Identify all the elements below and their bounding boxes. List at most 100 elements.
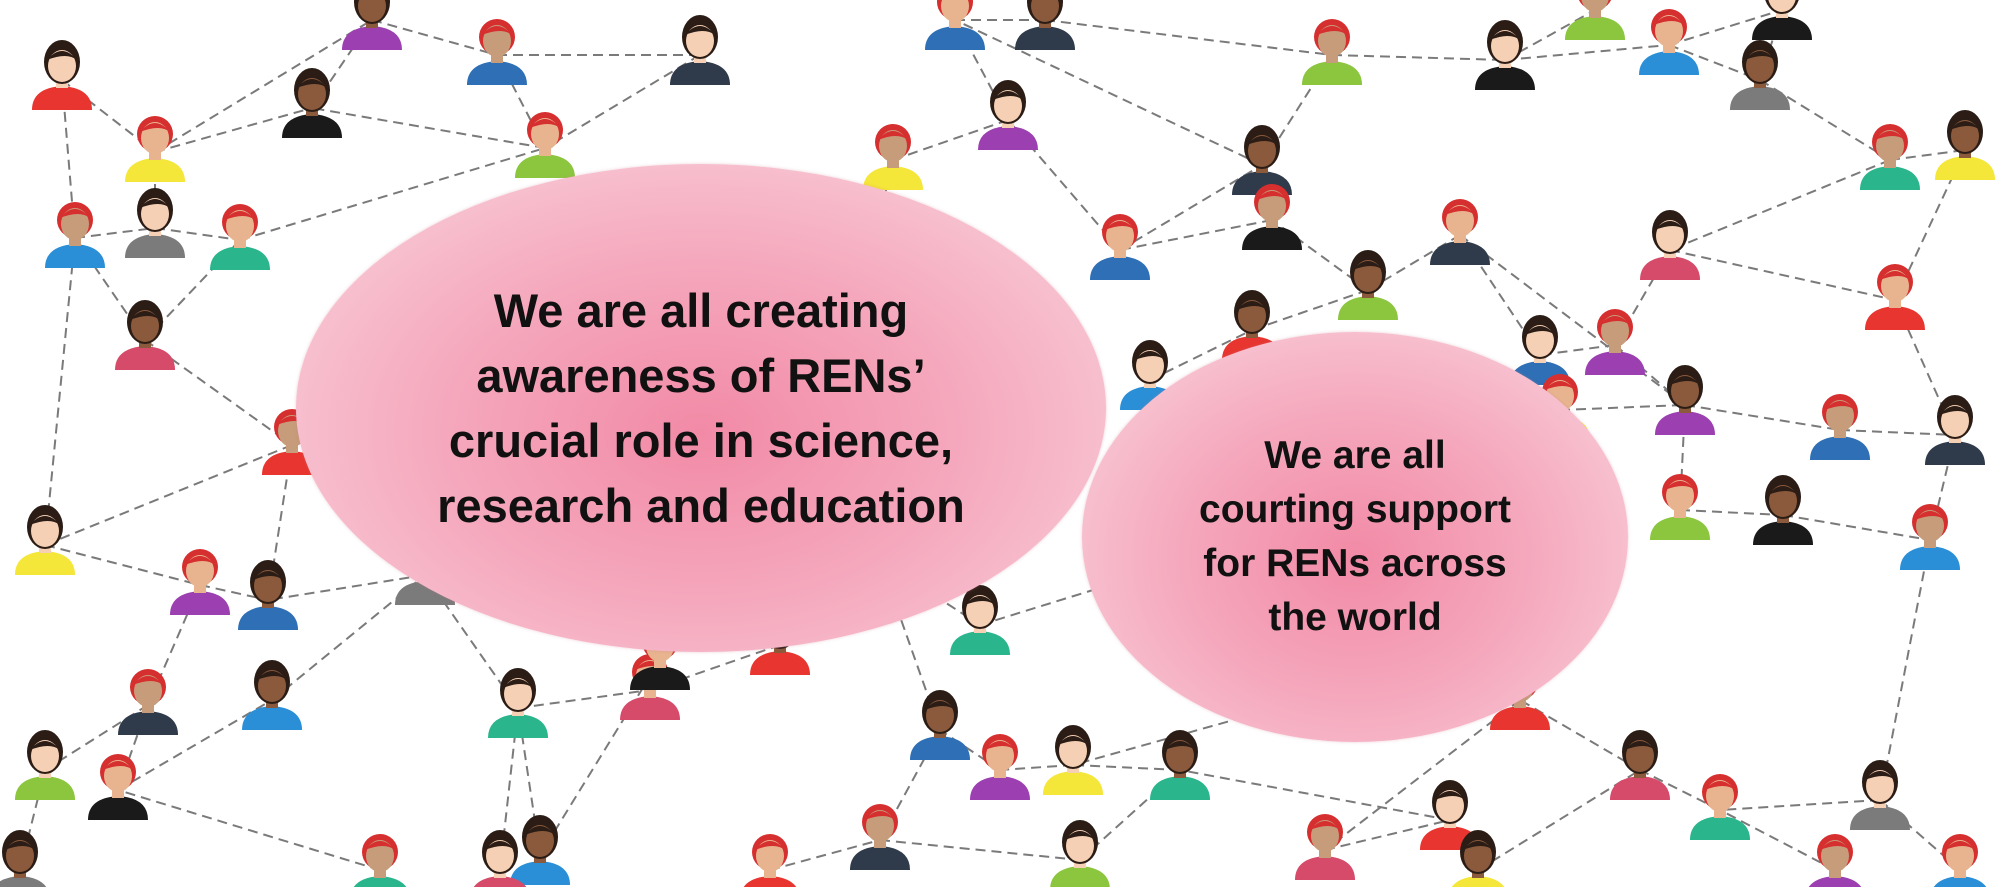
person-avatar-icon xyxy=(1900,504,1960,570)
person-avatar-icon xyxy=(1650,474,1710,540)
network-connection-line xyxy=(1539,344,1616,356)
person-avatar-icon xyxy=(238,560,298,630)
person-avatar-icon xyxy=(88,754,148,820)
person-avatar-icon xyxy=(1860,124,1920,190)
network-connection-line xyxy=(1782,514,1931,541)
network-connection-line xyxy=(1119,219,1273,251)
network-connection-line xyxy=(1719,809,1836,871)
network-connection-line xyxy=(1669,159,1891,251)
network-connection-line xyxy=(1072,764,1181,771)
network-connection-line xyxy=(1668,9,1783,46)
person-avatar-icon xyxy=(1302,19,1362,85)
network-connection-line xyxy=(1007,119,1121,251)
person-avatar-icon xyxy=(850,804,910,870)
network-connection-line xyxy=(1719,799,1881,811)
person-avatar-icon xyxy=(1639,9,1699,75)
person-avatar-icon xyxy=(118,669,178,735)
person-avatar-icon xyxy=(925,0,985,50)
network-connection-line xyxy=(1179,769,1451,821)
person-avatar-icon xyxy=(125,116,185,182)
network-connection-line xyxy=(1324,699,1521,851)
network-connection-line xyxy=(1044,19,1333,56)
person-avatar-icon xyxy=(1850,760,1910,830)
network-connection-line xyxy=(267,574,426,601)
network-connection-line xyxy=(154,227,241,241)
network-connection-line xyxy=(117,789,381,871)
person-avatar-icon xyxy=(1935,110,1995,180)
network-connection-line xyxy=(1889,149,1966,161)
support-text: We are all courting support for RENs acr… xyxy=(1199,434,1511,639)
network-connection-line xyxy=(44,444,293,546)
person-avatar-icon xyxy=(473,830,527,887)
person-avatar-icon xyxy=(1655,365,1715,435)
person-avatar-icon xyxy=(45,202,105,268)
person-avatar-icon xyxy=(342,0,402,50)
person-avatar-icon xyxy=(1808,834,1862,887)
network-connection-line xyxy=(1331,54,1506,61)
person-avatar-icon xyxy=(978,80,1038,150)
person-avatar-icon xyxy=(488,668,548,738)
person-avatar-icon xyxy=(1510,315,1570,385)
network-connection-line xyxy=(239,147,546,241)
network-connection-line xyxy=(1559,404,1686,411)
network-connection-line xyxy=(371,19,498,56)
person-avatar-icon xyxy=(910,690,970,760)
awareness-text: We are all creating awareness of RENs’ c… xyxy=(437,284,965,532)
person-avatar-icon xyxy=(1585,309,1645,375)
person-avatar-icon xyxy=(950,585,1010,655)
network-connection-line xyxy=(311,107,546,149)
network-connection-line xyxy=(44,237,76,546)
person-avatar-icon xyxy=(743,834,797,887)
person-avatar-icon xyxy=(1242,184,1302,250)
network-connection-line xyxy=(892,119,1009,161)
network-connection-line xyxy=(939,729,1001,771)
person-avatar-icon xyxy=(1752,0,1812,40)
network-connection-line xyxy=(999,764,1074,771)
person-avatar-icon xyxy=(515,112,575,178)
person-avatar-icon xyxy=(863,124,923,190)
person-avatar-icon xyxy=(1730,40,1790,110)
network-connection-line xyxy=(517,689,651,709)
network-connection-line xyxy=(1679,509,1784,516)
person-avatar-icon xyxy=(1690,774,1750,840)
person-avatar-icon xyxy=(1338,250,1398,320)
support-bubble: We are all courting support for RENs acr… xyxy=(1082,332,1628,742)
network-connection-line xyxy=(1149,329,1253,381)
person-avatar-icon xyxy=(1475,20,1535,90)
network-connection-line xyxy=(1251,289,1369,331)
network-connection-line xyxy=(44,544,201,586)
network-connection-line xyxy=(1879,539,1931,801)
person-avatar-icon xyxy=(170,549,230,615)
network-connection-line xyxy=(199,584,269,601)
person-avatar-icon xyxy=(115,300,175,370)
person-avatar-icon xyxy=(353,834,407,887)
person-avatar-icon xyxy=(1640,210,1700,280)
person-avatar-icon xyxy=(1295,814,1355,880)
person-avatar-icon xyxy=(1430,199,1490,265)
person-avatar-icon xyxy=(1232,125,1292,195)
person-avatar-icon xyxy=(15,730,75,800)
network-connection-line xyxy=(1504,44,1670,61)
network-connection-line xyxy=(1668,44,1761,81)
person-avatar-icon xyxy=(1810,394,1870,460)
person-avatar-icon xyxy=(282,68,342,138)
person-avatar-icon xyxy=(1451,830,1505,887)
network-connection-line xyxy=(1684,404,1841,431)
network-connection-line xyxy=(154,19,373,153)
person-avatar-icon xyxy=(0,830,47,887)
person-avatar-icon xyxy=(1753,475,1813,545)
network-connection-line xyxy=(1324,819,1451,851)
person-avatar-icon xyxy=(125,188,185,258)
network-connection-line xyxy=(1839,429,1956,436)
awareness-bubble: We are all creating awareness of RENs’ c… xyxy=(296,164,1106,652)
person-avatar-icon xyxy=(242,660,302,730)
network-connection-line xyxy=(74,227,156,239)
network-connection-line xyxy=(1669,249,1896,301)
person-avatar-icon xyxy=(210,204,270,270)
person-avatar-icon xyxy=(1420,780,1480,850)
person-avatar-icon xyxy=(15,505,75,575)
network-connection-line xyxy=(539,659,661,856)
network-connection-line xyxy=(154,107,313,153)
person-avatar-icon xyxy=(1865,264,1925,330)
person-avatar-icon xyxy=(510,815,570,885)
